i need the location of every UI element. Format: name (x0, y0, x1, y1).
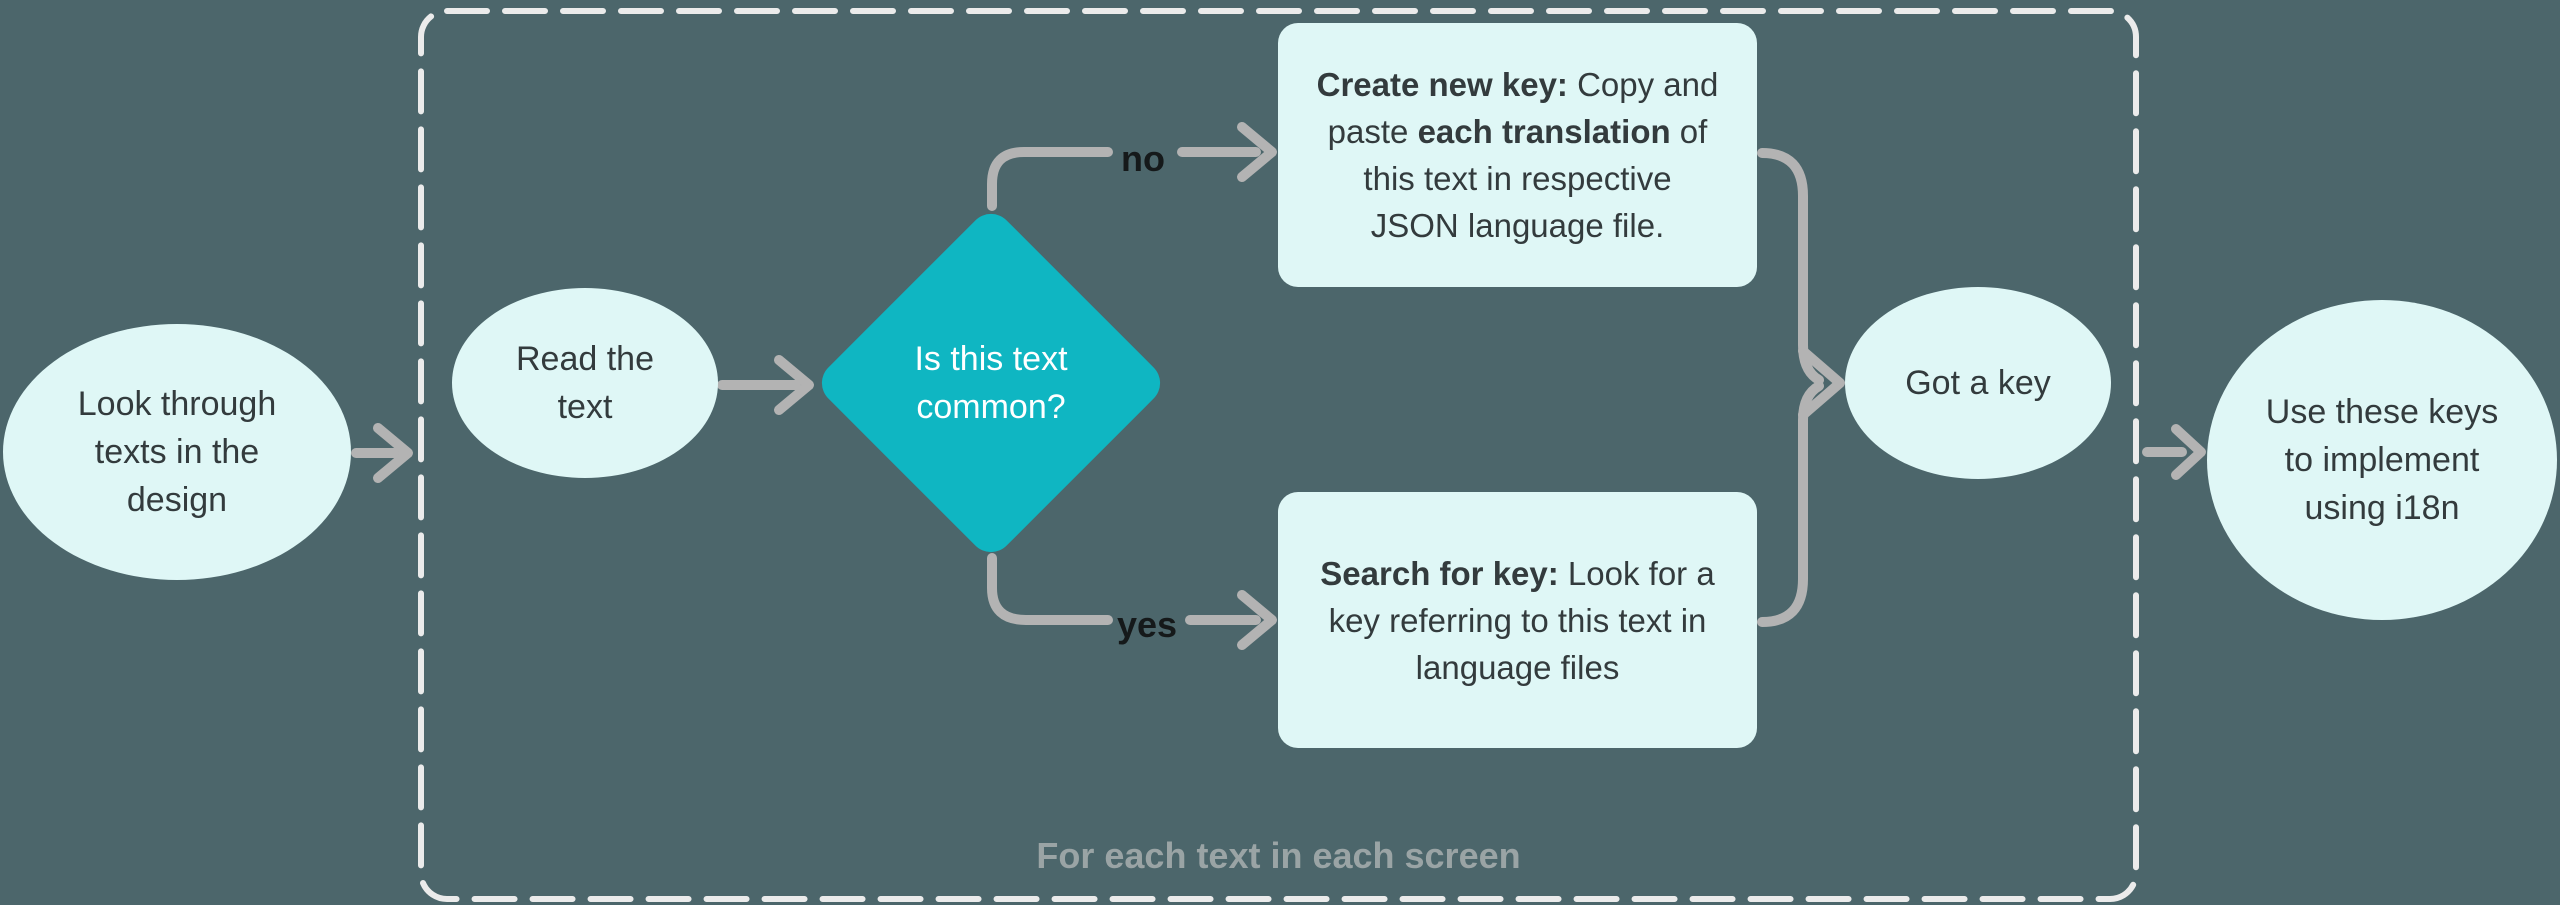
rich-text-line: Search for key: Look for a (1320, 554, 1715, 592)
connector-decision-yes (987, 553, 1113, 625)
edge-label-no: no (1121, 138, 1165, 179)
arrowhead-no-to-create-box (1237, 122, 1277, 182)
arrowhead-start-to-boundary (373, 423, 413, 483)
node-search-key-box: Search for key: Look for a key referring … (1278, 492, 1757, 748)
node-read-ellipse: Read the text (452, 288, 718, 478)
arrowhead-merge-to-got-key (1798, 346, 1845, 420)
rich-text-line: language files (1415, 648, 1620, 686)
node-use-keys-label: Use these keys to implement using i18n (2265, 393, 2499, 527)
rich-text-line: JSON language file. (1370, 207, 1665, 244)
rich-text-line: paste each translation of (1327, 113, 1708, 150)
node-start-ellipse: Look through texts in the design (3, 324, 351, 580)
node-decision-label: Is this text common? (914, 340, 1068, 426)
node-start-label: Look through texts in the design (77, 385, 277, 519)
rich-text-line: key referring to this text in (1328, 601, 1707, 639)
connector-create-to-merge (1757, 148, 1824, 385)
node-use-keys-ellipse: Use these keys to implement using i18n (2207, 300, 2557, 620)
node-create-key-box: Create new key: Copy and paste each trans… (1278, 23, 1757, 287)
node-decision-label-wrap: Is this text common? (871, 323, 1111, 443)
boundary-caption: For each text in each screen (1036, 835, 1521, 876)
arrowhead-got-key-to-use-keys (2171, 424, 2206, 480)
connector-decision-no (987, 147, 1113, 211)
node-got-key-label: Got a key (1905, 364, 2051, 402)
rich-text-line: this text in respective (1363, 160, 1672, 197)
rich-text-line: Create new key: Copy and (1316, 66, 1719, 103)
edge-label-yes: yes (1116, 604, 1178, 645)
node-read-label: Read the text (516, 340, 654, 426)
arrowhead-read-to-decision (774, 355, 814, 415)
connector-search-to-merge (1757, 381, 1824, 627)
node-got-key-ellipse: Got a key (1845, 287, 2111, 479)
arrowhead-yes-to-search-box (1237, 590, 1277, 650)
